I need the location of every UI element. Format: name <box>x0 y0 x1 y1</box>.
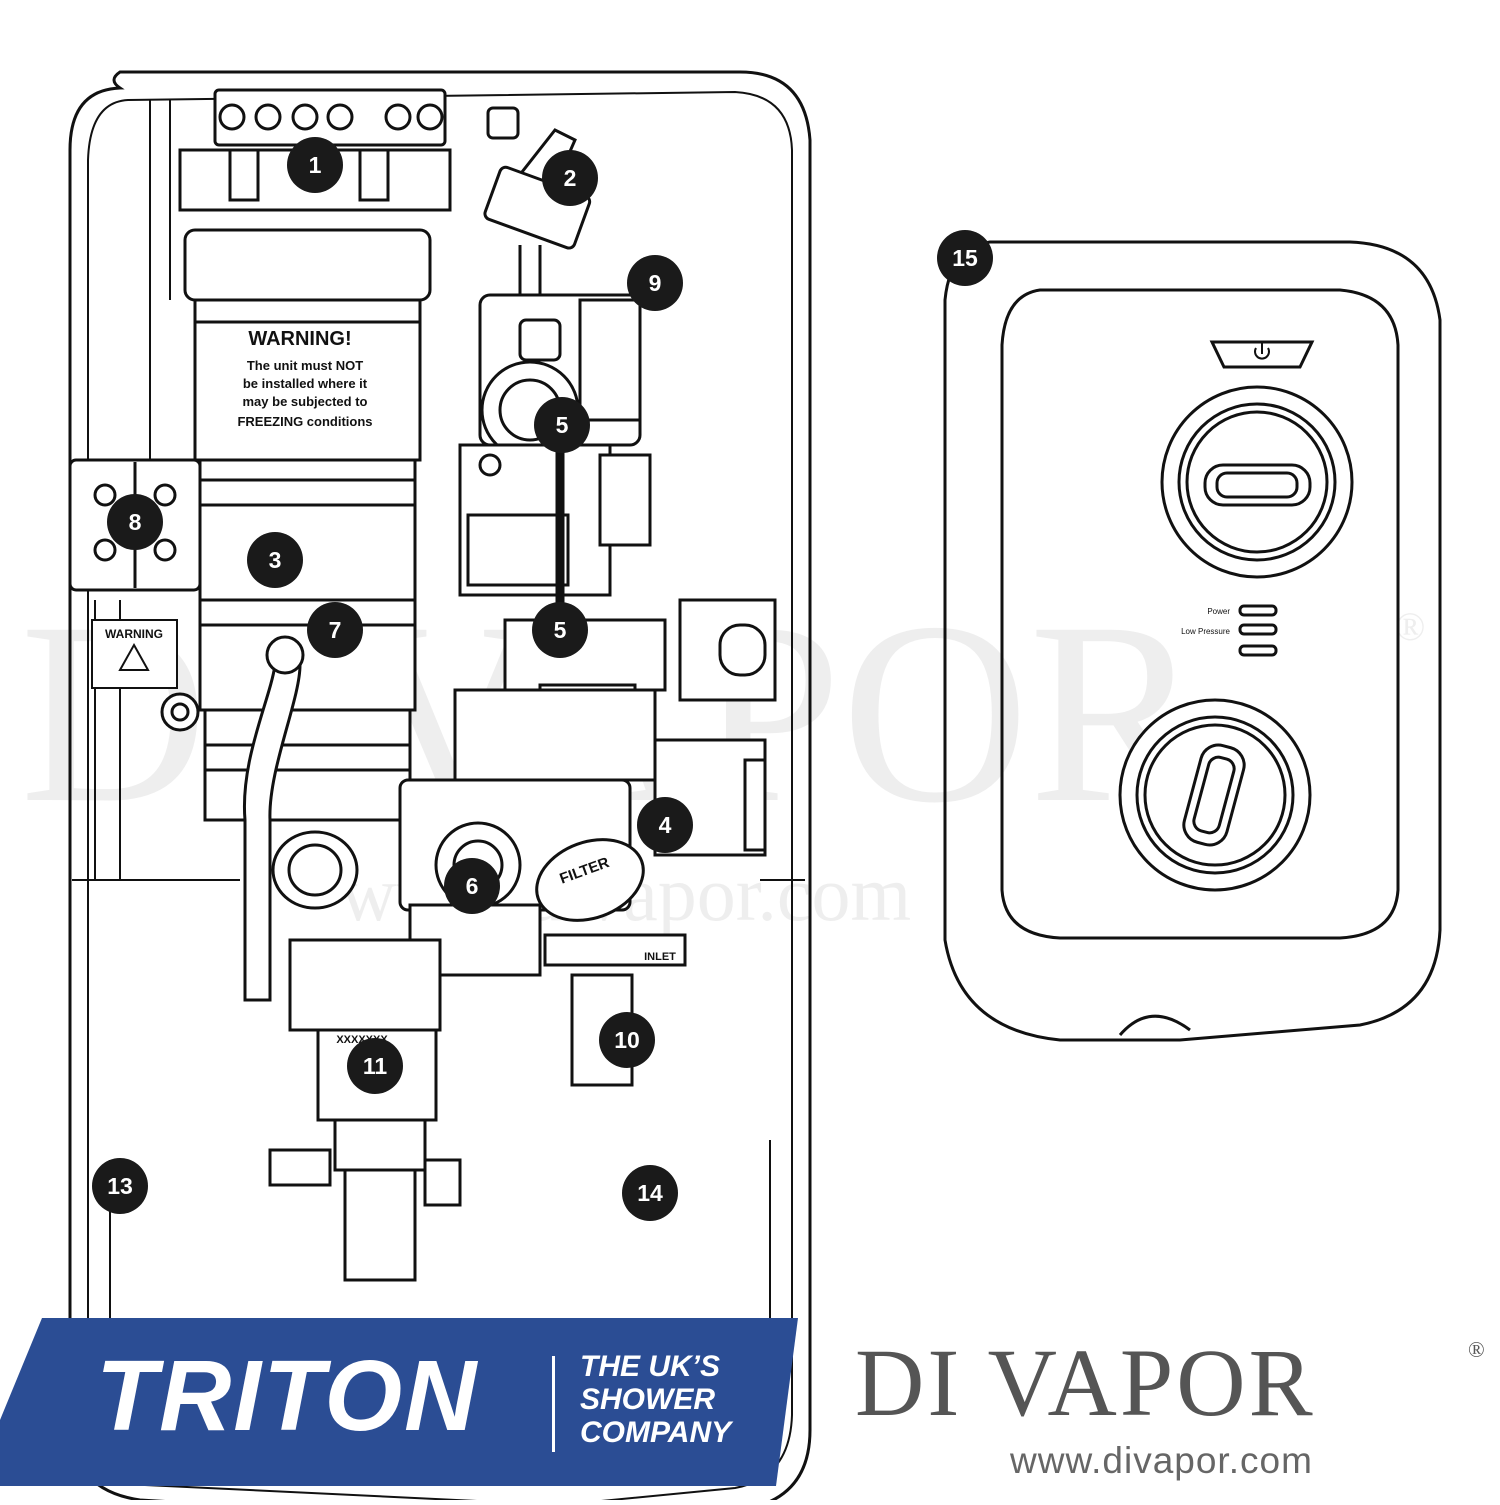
triton-logo-tagline: THE UK’S SHOWER COMPANY <box>580 1350 731 1449</box>
divapor-logo-reg: ® <box>1468 1337 1485 1362</box>
heater-warning-line-1: The unit must NOT <box>247 358 363 373</box>
triton-tagline-line-1: THE UK’S <box>580 1350 721 1383</box>
callout-4: 4 <box>637 797 693 853</box>
cover-panel <box>1000 288 1400 940</box>
triton-logo-separator <box>552 1356 555 1452</box>
svg-text:15: 15 <box>952 245 978 271</box>
side-warning-text: WARNING <box>105 627 163 641</box>
callout-5-lower: 5 <box>532 602 588 658</box>
inlet-text: INLET <box>644 951 676 963</box>
cover-clip <box>1118 1014 1191 1036</box>
power-icon <box>1254 343 1270 360</box>
callout-1: 1 <box>287 137 343 193</box>
temperature-knob[interactable] <box>1160 385 1354 579</box>
outer-housing <box>68 70 812 1505</box>
inner-housing <box>87 90 793 1505</box>
heater-warning-line-2: be installed where it <box>243 376 368 391</box>
cover-outline <box>943 240 1442 1042</box>
callout-15: 15 <box>937 230 993 286</box>
svg-text:5: 5 <box>556 412 569 438</box>
callout-3: 3 <box>247 532 303 588</box>
triton-tagline-line-2: SHOWER <box>580 1383 715 1416</box>
callout-13: 13 <box>92 1158 148 1214</box>
callouts: 1 2 3 4 5 5 6 7 8 9 10 11 13 14 15 <box>92 137 993 1221</box>
callout-9: 9 <box>627 255 683 311</box>
heater-warning-label: WARNING! The unit must NOT be installed … <box>237 328 372 429</box>
callout-5-upper: 5 <box>534 397 590 453</box>
heater-warning-line-4: FREEZING conditions <box>237 414 372 429</box>
svg-text:9: 9 <box>649 270 662 296</box>
flow-knob[interactable] <box>1118 698 1312 892</box>
svg-text:6: 6 <box>466 873 479 899</box>
svg-text:3: 3 <box>269 547 282 573</box>
svg-text:2: 2 <box>564 165 577 191</box>
triton-logo-wordmark: TRITON <box>96 1340 479 1452</box>
callout-7: 7 <box>307 602 363 658</box>
heater-can <box>183 228 432 822</box>
svg-text:7: 7 <box>329 617 342 643</box>
svg-text:8: 8 <box>129 509 142 535</box>
heater-warning-title: WARNING! <box>248 328 351 350</box>
svg-text:13: 13 <box>107 1173 133 1199</box>
pcb-bracket <box>653 598 777 857</box>
svg-text:10: 10 <box>614 1027 640 1053</box>
divapor-logo-wordmark: DI VAPOR <box>855 1329 1316 1436</box>
indicator-power-label: Power <box>1207 607 1230 616</box>
svg-text:4: 4 <box>659 812 672 838</box>
svg-text:11: 11 <box>363 1053 388 1079</box>
pressure-relief-device: XXXXXXX <box>268 938 462 1282</box>
indicator-lights: Power Low Pressure <box>1181 604 1278 657</box>
divapor-logo-url: www.divapor.com <box>1010 1440 1313 1481</box>
callout-14: 14 <box>622 1165 678 1221</box>
triton-logo-banner <box>0 1318 798 1486</box>
pressure-switch-assembly <box>483 106 592 310</box>
front-cover: Power Low Pressure <box>943 240 1442 1042</box>
triton-tagline-line-3: COMPANY <box>580 1416 732 1449</box>
svg-text:14: 14 <box>637 1180 663 1206</box>
callout-2: 2 <box>542 150 598 206</box>
svg-text:1: 1 <box>309 152 322 178</box>
power-button[interactable] <box>1209 340 1315 369</box>
outlet-hose <box>242 635 359 1002</box>
watermark-reg: ® <box>1395 604 1425 649</box>
callout-6: 6 <box>444 858 500 914</box>
callout-10: 10 <box>599 1012 655 1068</box>
heater-warning-line-3: may be subjected to <box>243 394 368 409</box>
callout-8: 8 <box>107 494 163 550</box>
side-warning-sticker: WARNING <box>91 619 200 732</box>
svg-text:5: 5 <box>554 617 567 643</box>
callout-11: 11 <box>347 1038 403 1094</box>
indicator-pressure-label: Low Pressure <box>1181 627 1230 636</box>
solenoid-valve <box>458 293 652 597</box>
